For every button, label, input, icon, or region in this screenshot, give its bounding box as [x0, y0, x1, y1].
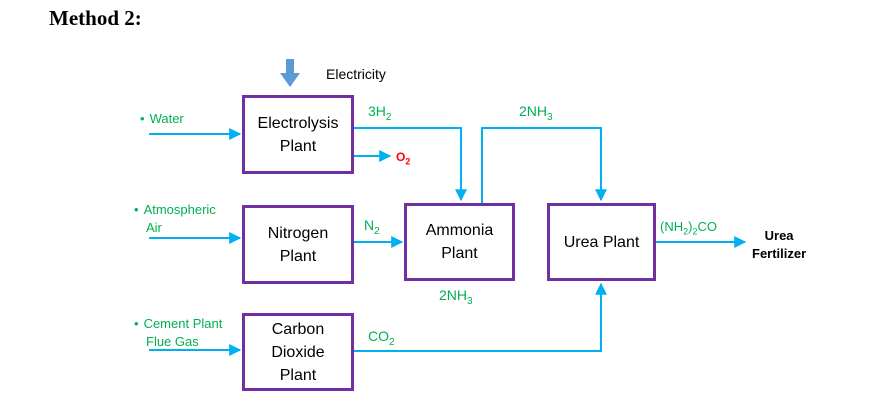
co2-label: CO2 [368, 328, 395, 348]
ammonia-to-urea-arrow [481, 127, 607, 203]
oxygen-label: O2 [396, 150, 411, 167]
nitrogen-label: N2 [364, 217, 380, 237]
electrolysis-line-1: Electrolysis [257, 114, 339, 132]
co2-plant-line-1: Carbon [271, 320, 325, 338]
ammonia-bottom-label: 2NH3 [439, 287, 473, 307]
urea-formula-label: (NH2)2CO [660, 219, 717, 237]
co2-plant-line-3: Plant [279, 366, 317, 384]
page-title: Method 2: [49, 6, 142, 30]
co2-plant-line-2: Dioxide [271, 343, 325, 361]
electrolysis-line-2: Plant [279, 137, 317, 155]
co2-flow-arrow [354, 282, 607, 352]
ammonia-top-label: 2NH3 [519, 103, 553, 123]
hydrogen-flow-arrow [354, 127, 467, 202]
ammonia-line-2: Plant [441, 245, 478, 262]
nitrogen-line-2: Plant [279, 247, 317, 265]
hydrogen-label: 3H2 [368, 103, 392, 123]
electricity-arrow-head [280, 73, 300, 87]
nitrogen-line-1: Nitrogen [267, 224, 329, 242]
electricity-label: Electricity [326, 66, 386, 82]
ammonia-line-1: Ammonia [425, 222, 494, 239]
electricity-arrow-shaft [286, 59, 294, 73]
urea-plant-box: Urea Plant [547, 203, 656, 281]
urea-plant-label: Urea Plant [563, 233, 640, 251]
water-input-label: •Water [140, 111, 184, 126]
